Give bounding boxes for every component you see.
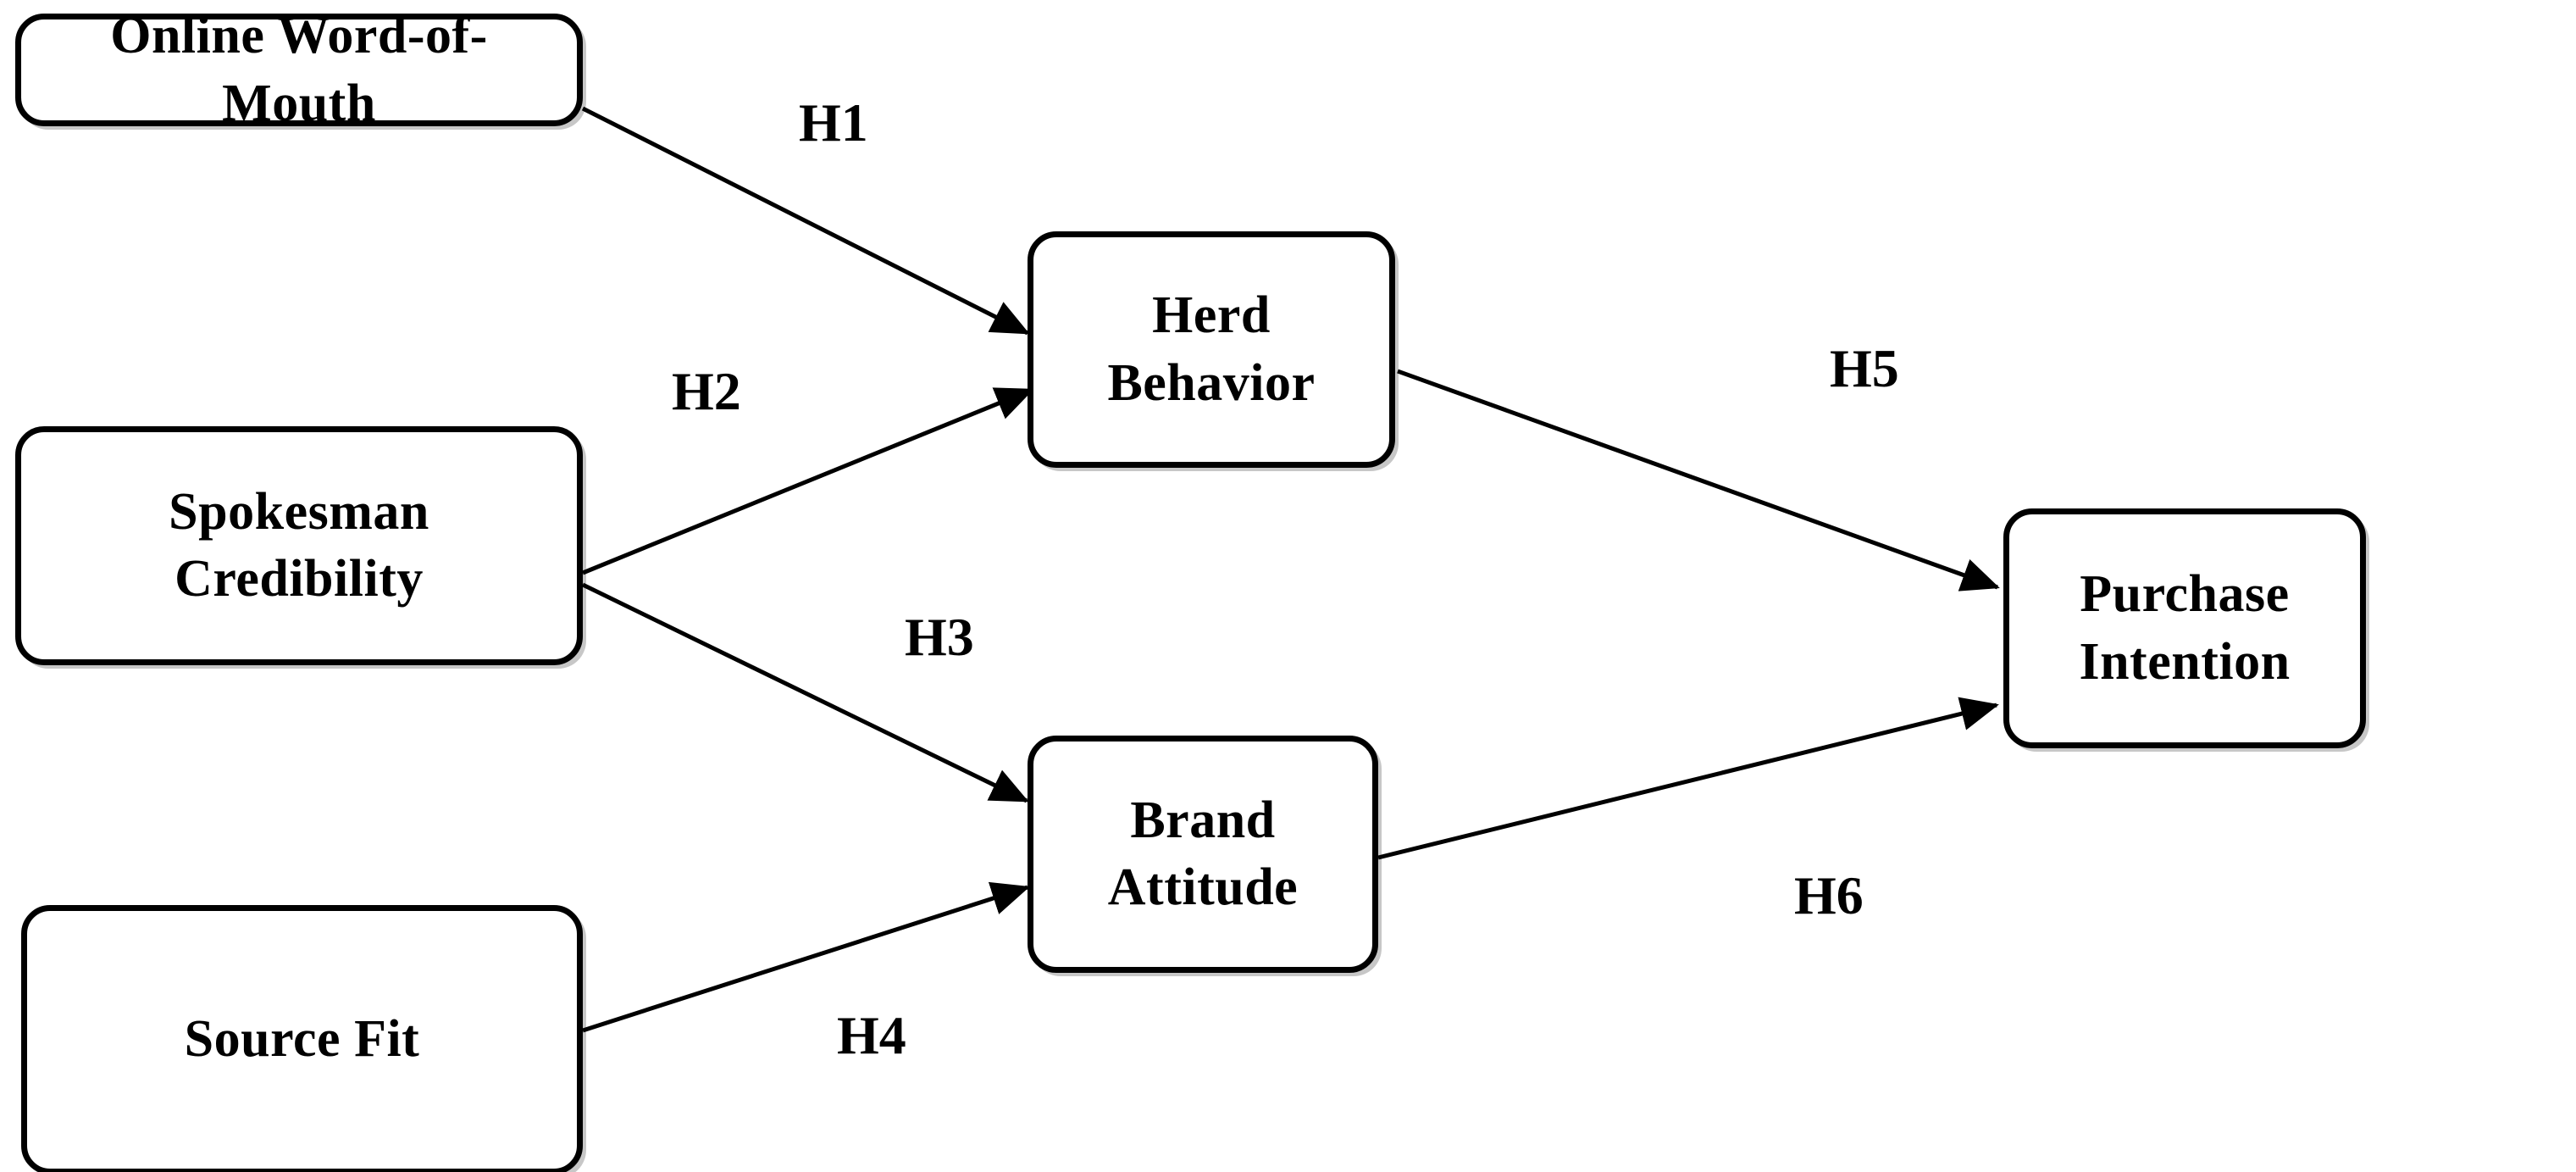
node-label: Brand Attitude	[1033, 787, 1372, 922]
node-label-line2: Intention	[2079, 632, 2291, 691]
edge-h2	[582, 387, 1034, 575]
edge-label-h6: H6	[1794, 865, 1864, 925]
edge-h6	[1377, 697, 1999, 860]
node-label: Online Word-of- Mouth	[102, 3, 496, 137]
edge-h5	[1397, 369, 2000, 592]
edge-h4	[582, 881, 1030, 1033]
node-label-line1: Source Fit	[184, 1010, 420, 1069]
node-label-line1: Herd Behavior	[1107, 286, 1316, 412]
node-label: Spokesman Credibility	[160, 479, 438, 614]
node-label-line1: Brand Attitude	[1107, 791, 1299, 916]
node-label-line2: Credibility	[175, 550, 424, 608]
node-label-line1: Spokesman	[169, 482, 429, 541]
node-label-line1: Purchase	[2080, 565, 2290, 624]
edge-label-h2: H2	[672, 361, 741, 421]
node-label: Purchase Intention	[2070, 561, 2298, 696]
node-spokesman-credibility[interactable]: Spokesman Credibility	[15, 426, 583, 665]
node-online-word-of-mouth[interactable]: Online Word-of- Mouth	[15, 7, 583, 132]
edge-label-h5: H5	[1830, 338, 1899, 398]
edge-label-h1: H1	[799, 92, 868, 153]
node-source-fit[interactable]: Source Fit	[21, 905, 583, 1172]
node-label-line2: Mouth	[222, 74, 376, 132]
node-purchase-intention[interactable]: Purchase Intention	[2003, 508, 2366, 748]
node-herd-behavior[interactable]: Herd Behavior	[1028, 231, 1395, 468]
edge-label-h3: H3	[905, 607, 974, 667]
node-brand-attitude[interactable]: Brand Attitude	[1028, 736, 1378, 973]
edge-label-h4: H4	[837, 1005, 906, 1065]
node-label-line1: Online Word-of-	[110, 7, 488, 65]
node-label: Source Fit	[176, 1006, 429, 1073]
node-label: Herd Behavior	[1033, 282, 1389, 417]
